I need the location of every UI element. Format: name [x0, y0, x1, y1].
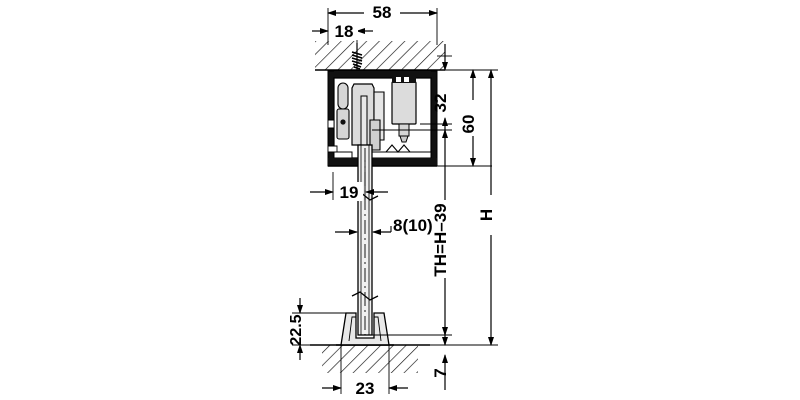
dimension-23: 23 [322, 345, 408, 398]
dimension-19: 19 [310, 160, 388, 202]
dimension-label-8-10: 8(10) [393, 216, 433, 235]
dimension-label-18: 18 [335, 22, 354, 41]
dimension-label-58: 58 [373, 3, 392, 22]
dimension-60: 60 [437, 69, 492, 167]
dimension-label-60: 60 [459, 115, 478, 134]
dimension-label-22-5: 22.5 [288, 314, 305, 345]
dimension-label-19: 19 [340, 183, 359, 202]
break-line-lower [351, 291, 379, 301]
floor-hatching [310, 344, 430, 373]
dimension-7: 7 [431, 327, 450, 390]
dimension-h: H [400, 69, 498, 346]
dimension-label-23: 23 [356, 379, 375, 398]
dimension-label-th: TH=H–39 [431, 203, 450, 276]
dimension-label-32: 32 [431, 94, 450, 113]
dimension-th: TH=H–39 [372, 129, 452, 336]
dimension-18: 18 [312, 21, 373, 48]
dimension-58: 58 [327, 3, 438, 45]
dimension-label-h: H [477, 209, 496, 221]
dimension-8-10: 8(10) [335, 216, 433, 235]
dimension-label-7: 7 [431, 368, 450, 377]
floor-guide-channel [336, 312, 394, 346]
ceiling-hatching [315, 41, 445, 71]
dimension-22-5: 22.5 [288, 298, 346, 360]
